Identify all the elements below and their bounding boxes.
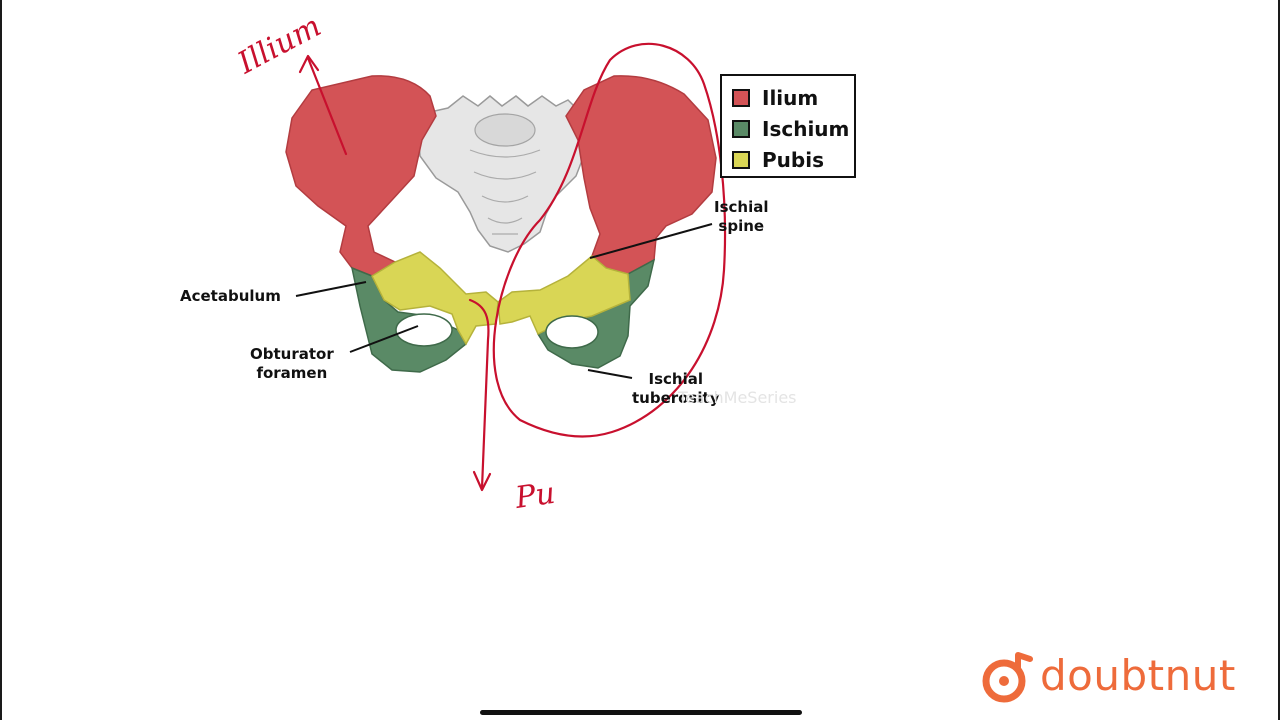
- legend-label-ischium: Ischium: [762, 116, 850, 141]
- legend-item-pubis: Pubis: [732, 144, 854, 175]
- left-pubis: [371, 251, 499, 346]
- ischium-swatch: [732, 119, 750, 138]
- ischial-tuberosity-line1: Ischial: [648, 370, 703, 388]
- obturator-label-line1: Obturator: [250, 345, 334, 363]
- ischial-spine-line1: Ischial: [714, 198, 769, 216]
- handwritten-annotations: [298, 42, 727, 492]
- doubtnut-logo: doubtnut: [980, 646, 1236, 706]
- ischial-spine-pointer: [589, 223, 713, 259]
- sacrum: [417, 95, 587, 253]
- teachme-watermark: TeachMeSeries: [678, 388, 797, 407]
- screen-edge-left: [0, 0, 2, 720]
- obturator-pointer: [349, 325, 419, 353]
- obturator-foramen-label: Obturator foramen: [250, 345, 334, 383]
- legend-label-ilium: Ilium: [762, 85, 819, 110]
- legend-item-ischium: Ischium: [732, 113, 854, 144]
- left-obturator-foramen: [395, 313, 453, 347]
- pubis-swatch: [732, 150, 750, 169]
- handwriting-pubis: Pu: [512, 476, 557, 516]
- home-indicator-bar[interactable]: [480, 710, 802, 715]
- right-obturator-foramen: [545, 315, 599, 349]
- doubtnut-wordmark: doubtnut: [1040, 651, 1236, 700]
- ischial-tuberosity-label: Ischial tuberosity: [632, 370, 719, 408]
- ischial-spine-line2: spine: [718, 217, 765, 235]
- ischial-tuberosity-line2: tuberosity: [632, 389, 720, 407]
- obturator-label-line2: foramen: [256, 364, 328, 382]
- legend-item-ilium: Ilium: [732, 82, 854, 113]
- right-ilium: [565, 75, 717, 275]
- right-pubis: [497, 255, 631, 336]
- ischial-tuberosity-pointer: [587, 369, 633, 379]
- legend-box: Ilium Ischium Pubis: [720, 74, 856, 178]
- ilium-swatch: [732, 88, 750, 107]
- screen-edge-right: [1278, 0, 1280, 720]
- doubtnut-logo-icon: [982, 652, 1033, 703]
- ischial-spine-label: Ischial spine: [714, 198, 769, 236]
- acetabulum-pointer: [295, 281, 367, 297]
- left-ilium: [285, 75, 437, 277]
- acetabulum-label: Acetabulum: [180, 287, 281, 305]
- legend-label-pubis: Pubis: [762, 147, 824, 172]
